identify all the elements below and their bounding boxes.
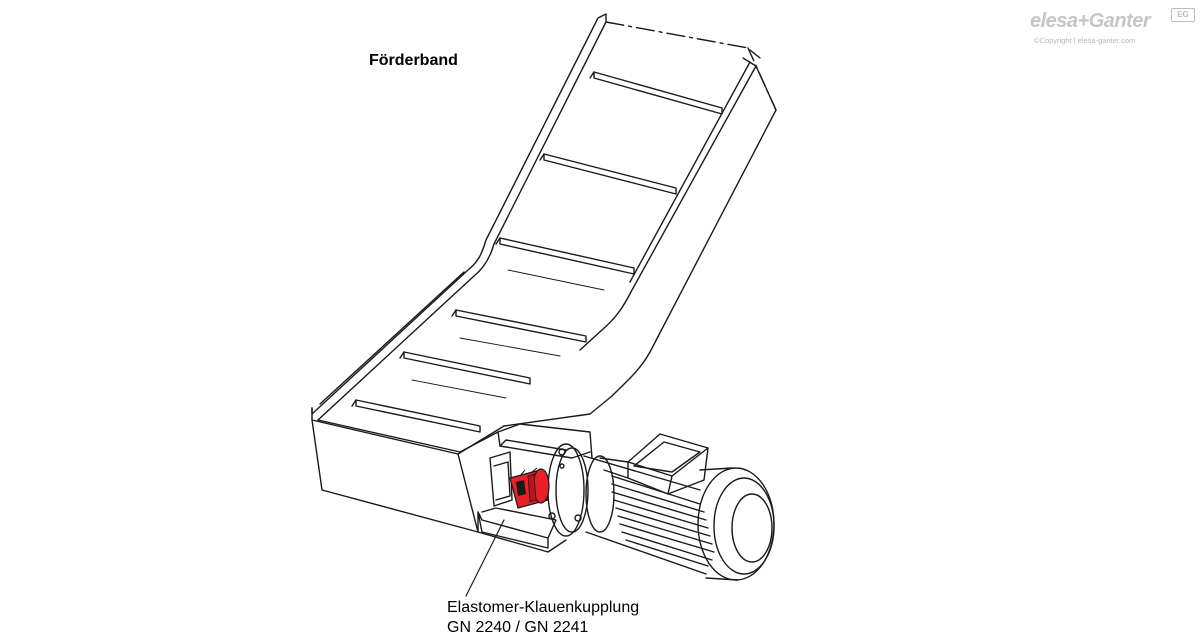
jaw-coupling [509,467,550,509]
coupling-callout-label: Elastomer-Klauenkupplung GN 2240 / GN 22… [447,598,639,637]
logo-copyright: ©Copyright | elesa-ganter.com [1034,36,1136,45]
conveyor-frame [311,13,777,533]
callout-leader-line [465,519,505,597]
callout-product-name: Elastomer-Klauenkupplung [447,599,640,616]
electric-motor [583,433,775,581]
brand-logo: elesa+Ganter EG ©Copyright | elesa-gante… [1030,8,1195,50]
drive-housing [477,423,593,553]
logo-wordmark: elesa+Ganter [1030,10,1151,32]
diagram-title: Förderband [369,52,458,69]
conveyor-slats [351,71,723,433]
callout-part-numbers: GN 2240 / GN 2241 [447,619,589,636]
logo-badge: EG [1171,8,1195,22]
